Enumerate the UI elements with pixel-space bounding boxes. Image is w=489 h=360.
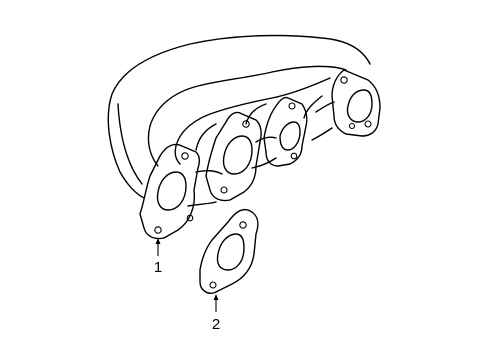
callout-2: 2 [212, 294, 220, 333]
callout-label-2: 2 [212, 316, 220, 333]
exhaust-manifold [107, 34, 381, 240]
arrowhead-1 [155, 238, 161, 244]
arrowhead-2 [213, 294, 219, 300]
exhaust-manifold-gasket [199, 208, 259, 294]
callout-1: 1 [154, 238, 162, 276]
callout-label-1: 1 [154, 259, 162, 276]
